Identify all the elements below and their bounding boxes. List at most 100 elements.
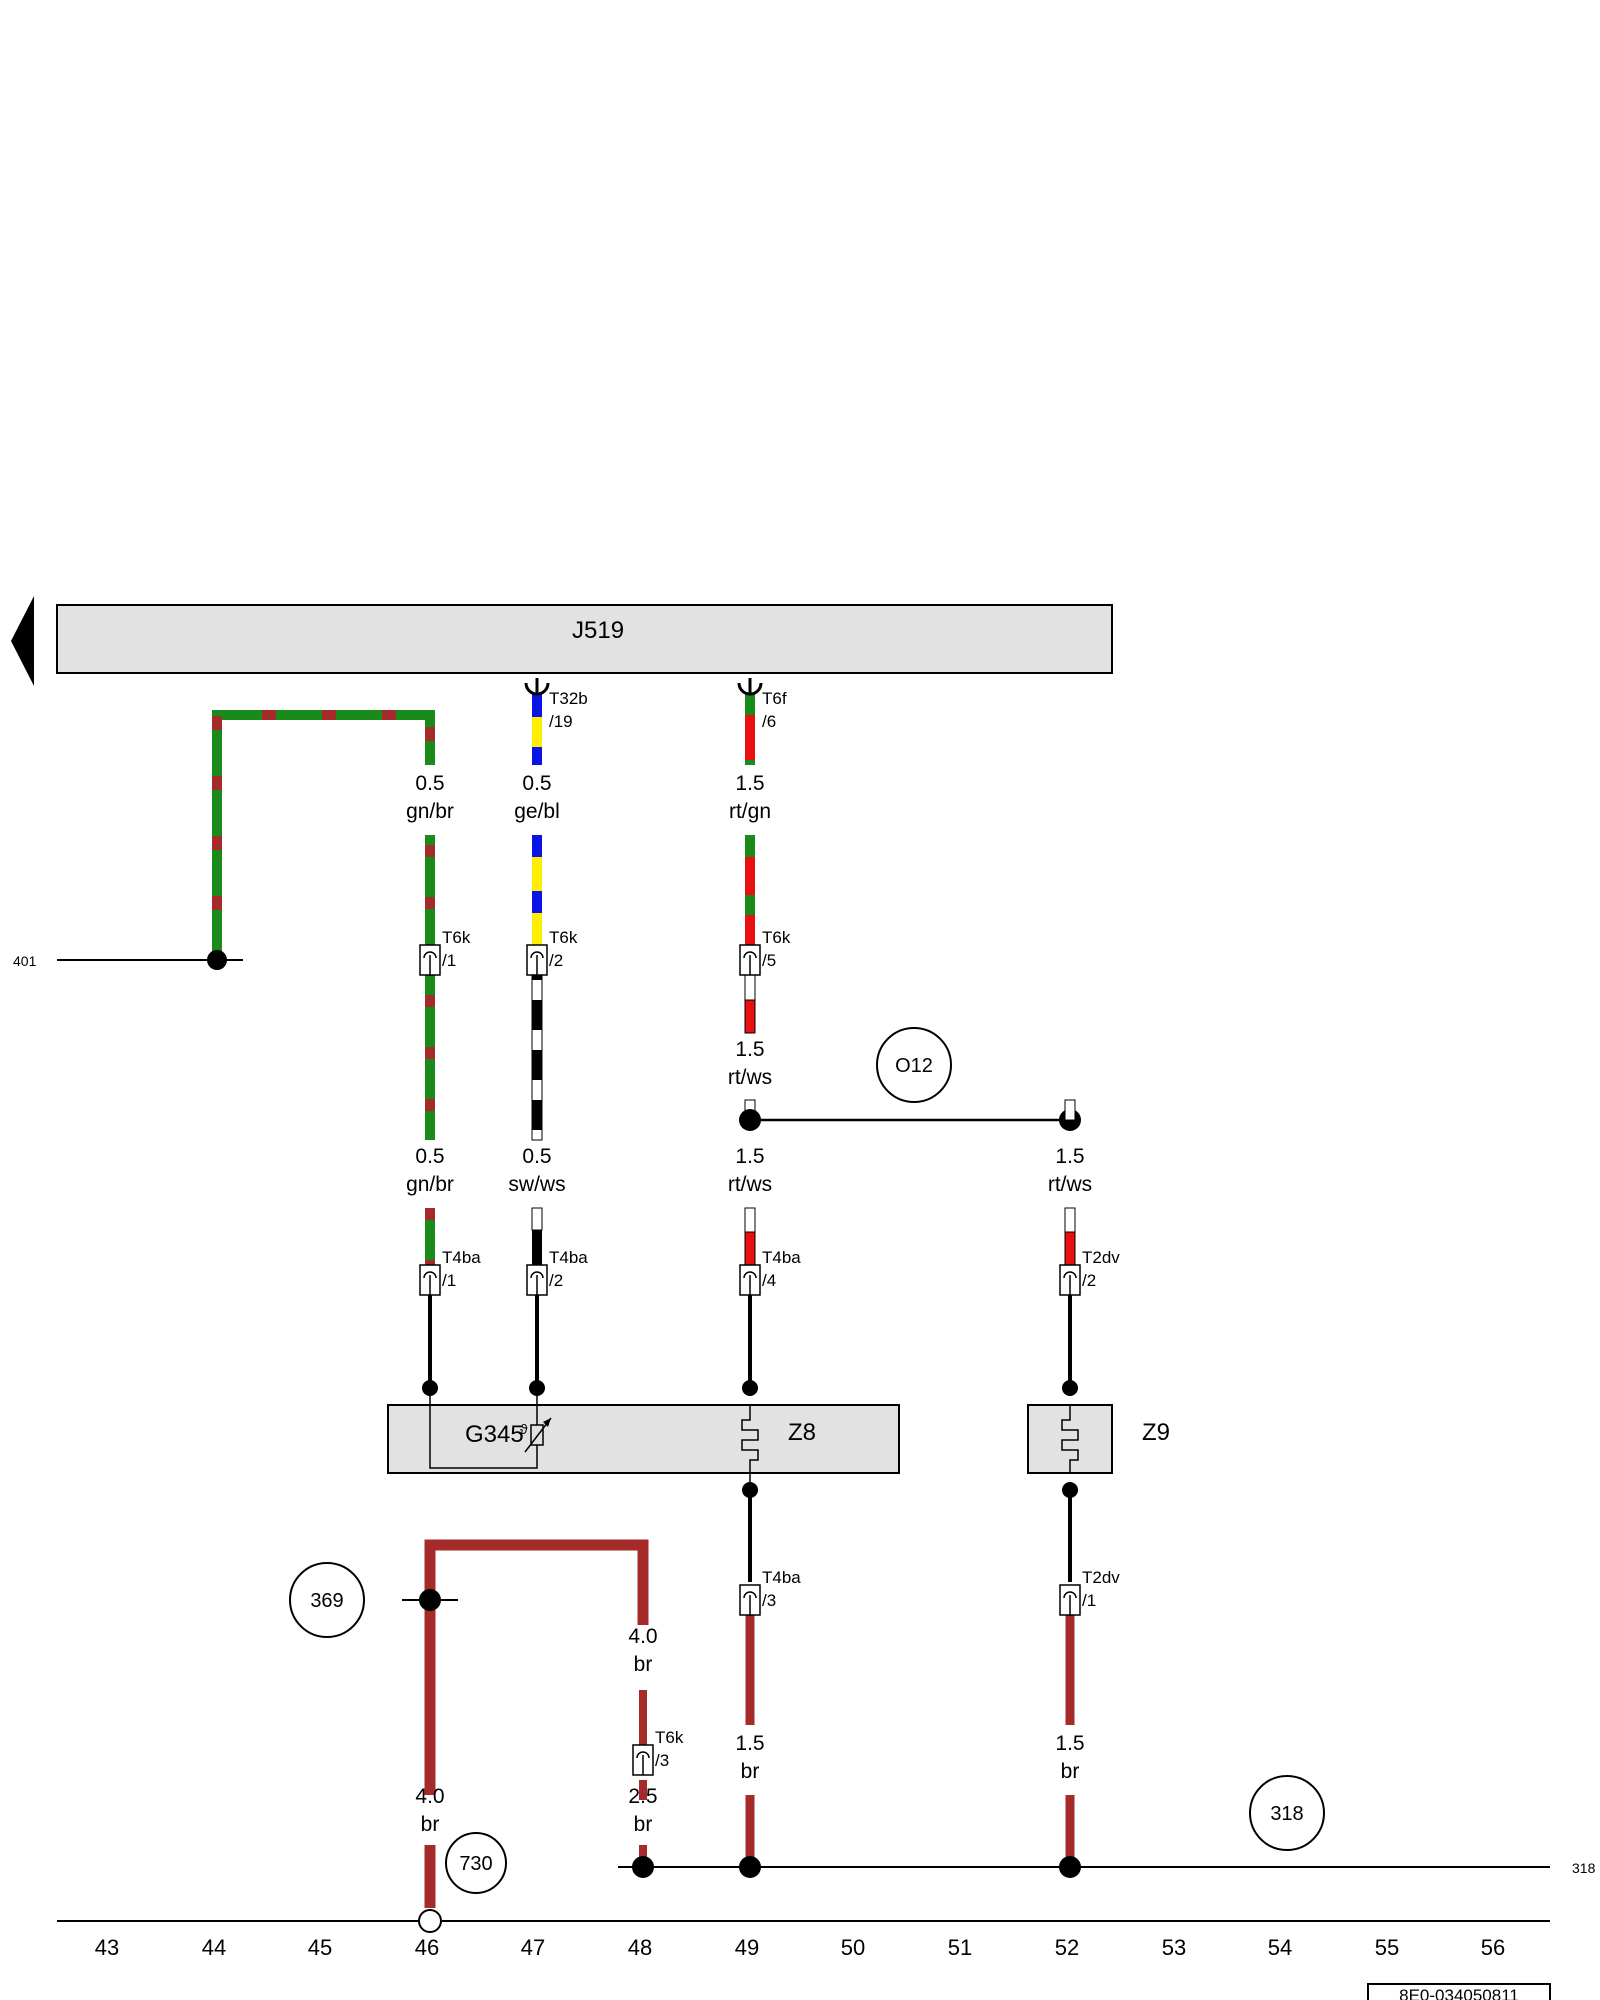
svg-text:T6f: T6f bbox=[762, 689, 787, 708]
g345-z8-component[interactable] bbox=[387, 1404, 900, 1474]
svg-text:1.5: 1.5 bbox=[735, 1145, 764, 1168]
ref-369[interactable]: 369 bbox=[289, 1562, 365, 1638]
svg-text:rt/ws: rt/ws bbox=[728, 1173, 772, 1196]
j519-component[interactable] bbox=[56, 604, 1113, 674]
column-numbers: 43 44 45 46 47 48 49 50 51 52 53 54 55 5… bbox=[95, 1935, 1505, 1960]
connector-labels: T32b /19 T6f /6 T6k /1 T6k /2 T6k /5 T4b… bbox=[442, 689, 1120, 1770]
connector-pin-boxes bbox=[419, 944, 1081, 1776]
svg-text:sw/ws: sw/ws bbox=[508, 1173, 565, 1196]
svg-text:gn/br: gn/br bbox=[406, 800, 454, 823]
svg-text:0.5: 0.5 bbox=[522, 772, 551, 795]
svg-text:T6k: T6k bbox=[762, 928, 791, 947]
svg-text:ϑ: ϑ bbox=[520, 1421, 528, 1437]
svg-text:46: 46 bbox=[415, 1935, 439, 1960]
svg-text:T2dv: T2dv bbox=[1082, 1248, 1120, 1267]
svg-text:43: 43 bbox=[95, 1935, 119, 1960]
svg-text:0.5: 0.5 bbox=[522, 1145, 551, 1168]
svg-text:/3: /3 bbox=[762, 1591, 776, 1610]
connector-t6f-icon bbox=[737, 678, 763, 696]
svg-text:br: br bbox=[741, 1760, 760, 1783]
svg-text:rt/ws: rt/ws bbox=[1048, 1173, 1092, 1196]
svg-text:49: 49 bbox=[735, 1935, 759, 1960]
svg-text:1.5: 1.5 bbox=[1055, 1732, 1084, 1755]
g345-internal-wiring bbox=[429, 1388, 538, 1469]
junction-318-52 bbox=[1059, 1856, 1081, 1878]
svg-text:4.0: 4.0 bbox=[628, 1625, 657, 1648]
svg-text:48: 48 bbox=[628, 1935, 652, 1960]
pin-t4ba-4-icon bbox=[739, 1264, 761, 1296]
wire-52 bbox=[1064, 1099, 1076, 1266]
svg-text:1.5: 1.5 bbox=[735, 772, 764, 795]
svg-text:8E0-034050811: 8E0-034050811 bbox=[1399, 1986, 1519, 2000]
wire-labels: 0.5 gn/br 0.5 ge/bl 1.5 rt/gn 1.5 rt/ws … bbox=[406, 772, 1092, 1836]
drawing-number-box: 8E0-034050811 bbox=[1367, 1983, 1551, 2000]
svg-text:br: br bbox=[634, 1653, 653, 1676]
svg-text:/5: /5 bbox=[762, 951, 776, 970]
junction-318-49 bbox=[739, 1856, 761, 1878]
svg-text:56: 56 bbox=[1481, 1935, 1505, 1960]
svg-text:T4ba: T4ba bbox=[762, 1568, 801, 1587]
wire-brown-ground bbox=[424, 1539, 1075, 1908]
ref-318[interactable]: 318 bbox=[1249, 1775, 1325, 1851]
page-link-arrow[interactable] bbox=[11, 596, 34, 686]
svg-text:/2: /2 bbox=[549, 951, 563, 970]
svg-text:53: 53 bbox=[1162, 1935, 1186, 1960]
ref-o12[interactable]: O12 bbox=[876, 1027, 952, 1103]
z8-heater-icon bbox=[741, 1405, 759, 1490]
svg-text:T2dv: T2dv bbox=[1082, 1568, 1120, 1587]
wire-gnbr-loop bbox=[212, 710, 435, 960]
junction-o12-left bbox=[739, 1109, 761, 1131]
ref-730[interactable]: 730 bbox=[445, 1832, 507, 1894]
svg-text:730: 730 bbox=[459, 1853, 492, 1875]
svg-text:T4ba: T4ba bbox=[762, 1248, 801, 1267]
pin-t4ba-1-icon bbox=[419, 1264, 441, 1296]
svg-text:ge/bl: ge/bl bbox=[514, 800, 560, 823]
pin-t2dv-2-icon bbox=[1059, 1264, 1081, 1296]
svg-text:br: br bbox=[634, 1813, 653, 1836]
svg-text:gn/br: gn/br bbox=[406, 1173, 454, 1196]
svg-text:T32b: T32b bbox=[549, 689, 588, 708]
pin-t4ba-2-icon bbox=[526, 1264, 548, 1296]
svg-text:318: 318 bbox=[1270, 1803, 1303, 1825]
svg-text:52: 52 bbox=[1055, 1935, 1079, 1960]
svg-text:rt/gn: rt/gn bbox=[729, 800, 771, 823]
svg-text:T6k: T6k bbox=[655, 1728, 684, 1747]
svg-text:0.5: 0.5 bbox=[415, 1145, 444, 1168]
svg-text:T6k: T6k bbox=[549, 928, 578, 947]
svg-text:/2: /2 bbox=[1082, 1271, 1096, 1290]
svg-text:1.5: 1.5 bbox=[735, 1732, 764, 1755]
svg-text:47: 47 bbox=[521, 1935, 545, 1960]
j519-label: J519 bbox=[572, 617, 624, 644]
ground-point-730 bbox=[418, 1909, 442, 1933]
g345-label: G345 bbox=[465, 1421, 524, 1448]
svg-text:0.5: 0.5 bbox=[415, 772, 444, 795]
line-ref-318: 318 bbox=[1572, 1860, 1596, 1876]
svg-text:T6k: T6k bbox=[442, 928, 471, 947]
svg-text:/2: /2 bbox=[549, 1271, 563, 1290]
connector-t32b-icon bbox=[524, 678, 550, 696]
pin-t6k-5-icon bbox=[739, 944, 761, 976]
z9-heater-icon bbox=[1061, 1405, 1079, 1473]
svg-text:/19: /19 bbox=[549, 712, 573, 731]
svg-text:1.5: 1.5 bbox=[735, 1038, 764, 1061]
component-leads bbox=[428, 1295, 1072, 1582]
wire-47 bbox=[531, 693, 543, 1265]
pin-t2dv-1-icon bbox=[1059, 1584, 1081, 1616]
svg-text:4.0: 4.0 bbox=[415, 1785, 444, 1808]
svg-text:55: 55 bbox=[1375, 1935, 1399, 1960]
thermistor-icon: ϑ bbox=[520, 1417, 552, 1453]
pin-t6k-3-icon bbox=[632, 1744, 654, 1776]
svg-text:1.5: 1.5 bbox=[1055, 1145, 1084, 1168]
svg-text:45: 45 bbox=[308, 1935, 332, 1960]
pin-t6k-1-icon bbox=[419, 944, 441, 976]
pin-t6k-2-icon bbox=[526, 944, 548, 976]
svg-text:/1: /1 bbox=[442, 951, 456, 970]
svg-text:44: 44 bbox=[202, 1935, 226, 1960]
svg-text:/6: /6 bbox=[762, 712, 776, 731]
svg-text:51: 51 bbox=[948, 1935, 972, 1960]
svg-text:rt/ws: rt/ws bbox=[728, 1066, 772, 1089]
svg-text:T4ba: T4ba bbox=[442, 1248, 481, 1267]
junction-369 bbox=[419, 1589, 441, 1611]
svg-text:369: 369 bbox=[310, 1590, 343, 1612]
